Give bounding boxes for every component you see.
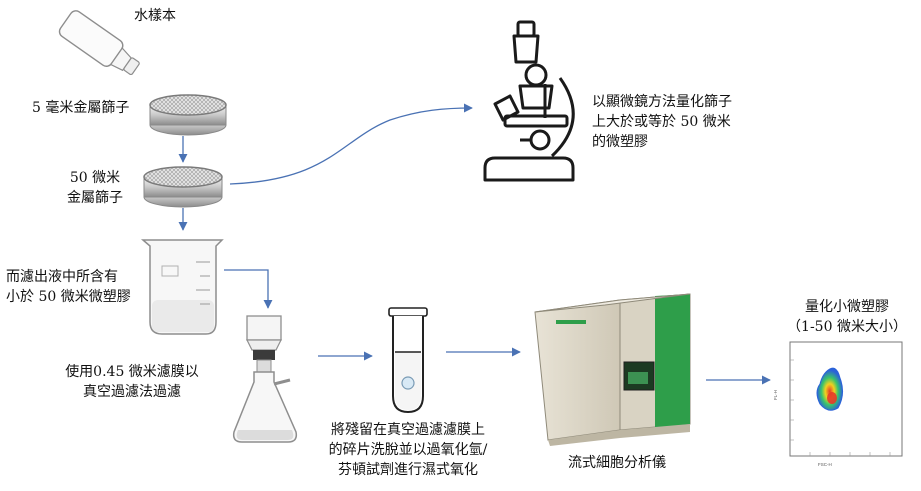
label-sieve-50um: 50 微米 金屬篩子: [55, 168, 135, 208]
svg-text:FL-H: FL-H: [773, 390, 778, 400]
label-quantify-line1: 量化小微塑膠: [805, 299, 889, 315]
label-digest-line1: 將殘留在真空過濾濾膜上: [331, 422, 485, 438]
label-microscope-line1: 以顯微鏡方法量化篩子: [592, 94, 732, 110]
flow-arrows: [178, 103, 771, 385]
label-filtrate-line2: 小於 50 微米微塑膠: [6, 289, 131, 305]
arrow-sieve50-to-microscope: [229, 103, 473, 185]
microscope-icon: [483, 20, 575, 182]
label-filtrate-line1: 而濾出液中所含有: [6, 269, 118, 285]
svg-text:FSC-H: FSC-H: [818, 462, 832, 467]
label-vacuum-line1: 使用0.45 微米濾膜以: [65, 364, 199, 380]
label-flow-cytometer: 流式細胞分析儀: [568, 455, 666, 471]
arrow-beaker-to-filtration: [224, 269, 273, 309]
label-quantify-line2: （1-50 微米大小）: [787, 319, 907, 335]
test-tube-icon: [388, 307, 428, 414]
label-vacuum-filtration: 使用0.45 微米濾膜以 真空過濾法過濾: [62, 362, 202, 402]
beaker-icon: [140, 239, 224, 335]
label-sieve-50um-line2: 金屬篩子: [67, 190, 123, 206]
label-sieve-50um-line1: 50 微米: [69, 170, 121, 186]
flow-cytometer-icon: [534, 293, 691, 446]
label-vacuum-line2: 真空過濾法過濾: [83, 384, 181, 400]
label-filtrate: 而濾出液中所含有 小於 50 微米微塑膠: [6, 267, 131, 307]
label-sieve-5mm: 5 毫米金屬篩子: [32, 100, 130, 116]
label-digest-line2: 的碎片洗脫並以過氧化氫/: [328, 442, 488, 458]
vacuum-filtration-flask-icon: [232, 315, 298, 443]
label-microscope: 以顯微鏡方法量化篩子 上大於或等於 50 微米 的微塑膠: [592, 92, 732, 152]
label-digest-line3: 芬頓試劑進行濕式氧化: [338, 462, 478, 478]
sieve-50um-icon: [143, 166, 223, 208]
label-microscope-line2: 上大於或等於 50 微米: [592, 114, 731, 130]
cytometry-plot: FL-H FSC-H: [773, 341, 903, 467]
label-water-sample: 水樣本: [134, 8, 176, 24]
sample-bottle-icon: [58, 10, 140, 76]
label-quantify-small: 量化小微塑膠 （1-50 微米大小）: [780, 297, 914, 337]
sieve-5mm-icon: [149, 94, 227, 136]
label-wet-oxidation: 將殘留在真空過濾濾膜上 的碎片洗脫並以過氧化氫/ 芬頓試劑進行濕式氧化: [318, 420, 498, 480]
label-microscope-line3: 的微塑膠: [592, 134, 648, 150]
